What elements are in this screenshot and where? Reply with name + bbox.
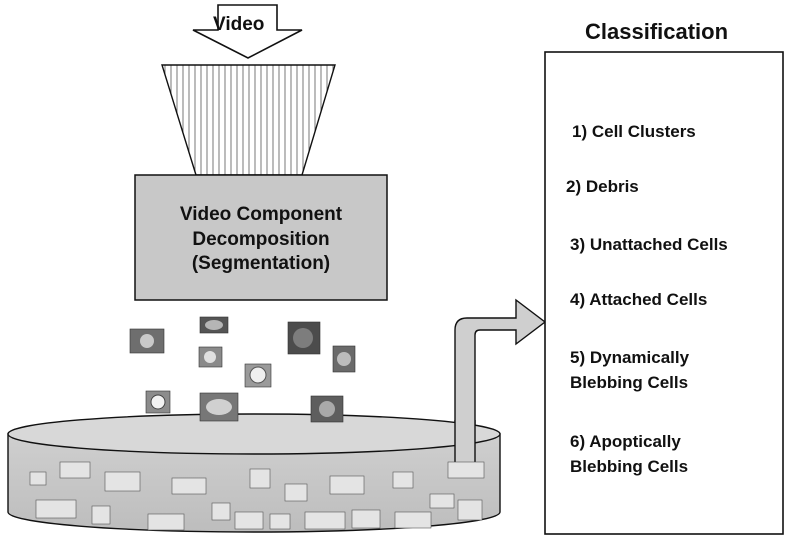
output-arrow-stem: [455, 420, 475, 466]
class-item-label: 5) Dynamically: [570, 348, 690, 367]
class-item-debris: 2) Debris: [566, 174, 639, 199]
petri-dish-rim: [7, 413, 501, 455]
classification-panel: [544, 51, 784, 535]
class-item-label: 2) Debris: [566, 177, 639, 196]
down-arrow-icon: [192, 4, 303, 59]
class-item-dynamically-blebbing: 5) Dynamically Blebbing Cells: [570, 345, 689, 395]
class-item-attached-cells: 4) Attached Cells: [570, 287, 707, 312]
class-item-apoptically-blebbing: 6) Apoptically Blebbing Cells: [570, 429, 688, 479]
decomposition-box: [134, 174, 388, 301]
decomposition-line: (Segmentation): [191, 253, 331, 274]
funnel-icon: [161, 64, 336, 176]
decomposition-label: Video Component Decomposition (Segmentat…: [136, 203, 386, 277]
class-item-label: 1) Cell Clusters: [572, 122, 696, 141]
class-item-label: Blebbing Cells: [570, 373, 689, 392]
class-item-label: 6) Apoptically: [570, 432, 681, 451]
class-item-label: Blebbing Cells: [570, 457, 689, 476]
class-item-label: 3) Unattached Cells: [570, 235, 728, 254]
classification-title: Classification: [585, 19, 729, 44]
dish-cell-images: [29, 461, 485, 531]
segmented-cell-images: [129, 316, 356, 423]
cell-image: [310, 395, 344, 423]
class-item-cell-clusters: 1) Cell Clusters: [572, 119, 696, 144]
decomposition-line: Decomposition: [192, 228, 330, 250]
class-item-label: 4) Attached Cells: [570, 290, 708, 309]
decomposition-line: Video Component: [179, 204, 343, 225]
video-input-label: Video: [213, 14, 265, 35]
class-item-unattached-cells: 3) Unattached Cells: [570, 232, 728, 257]
